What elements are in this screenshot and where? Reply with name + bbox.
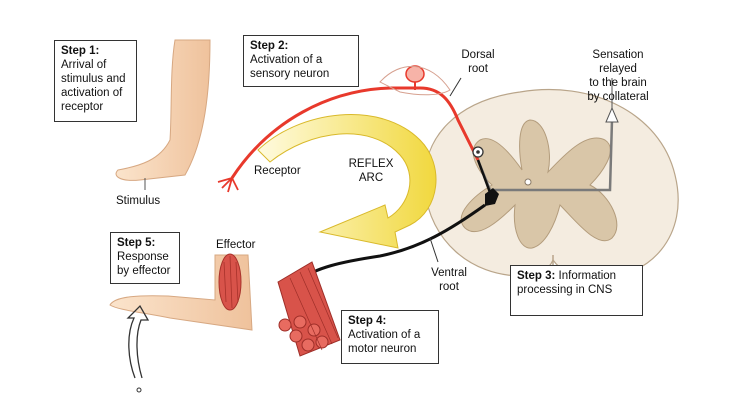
step-1-title: Step 1:: [61, 45, 100, 57]
sensation-line3: to the brain: [589, 77, 647, 89]
step-5-title: Step 5:: [117, 237, 156, 249]
ventral-root-leader: [429, 237, 439, 263]
response-arrow-tail: [136, 387, 142, 393]
sensory-neuron: [217, 65, 484, 193]
reflex-arc-label: REFLEX ARC: [346, 157, 396, 185]
sensation-line1: Sensation: [592, 49, 644, 61]
receptor-label: Receptor: [254, 165, 301, 177]
sensation-label: Sensation relayed to the brain by collat…: [578, 48, 658, 104]
ventral-root-label: Ventral root: [422, 266, 476, 294]
step-3-title: Step 3:: [517, 270, 556, 282]
reflex-arc-arrow: [257, 114, 437, 249]
step-3-text: Information processing in CNS: [517, 270, 617, 296]
sensation-line4: by collateral: [587, 91, 649, 103]
step-4-text: Activation of a motor neuron: [348, 329, 421, 355]
dorsal-root-ganglion: [379, 66, 451, 96]
step-4-box: Step 4: Activation of a motor neuron: [341, 310, 439, 364]
muscle-bundle: [277, 261, 341, 357]
spinal-cord: [424, 88, 679, 279]
dorsal-root-line1: Dorsal: [461, 49, 495, 61]
step-1-text: Arrival of stimulus and activation of re…: [61, 59, 126, 113]
response-arrow: [126, 304, 150, 379]
stimulus-label: Stimulus: [116, 195, 161, 207]
effector-label: Effector: [216, 239, 256, 251]
step-4-title: Step 4:: [348, 315, 387, 327]
reflex-label-line1: REFLEX: [348, 158, 394, 170]
collateral-arrowhead: [605, 106, 619, 123]
step-3-box: Step 3: Information processing in CNS: [510, 265, 643, 316]
step-5-text: Response by effector: [117, 251, 171, 277]
reflex-label-line2: ARC: [358, 172, 384, 184]
step-1-box: Step 1: Arrival of stimulus and activati…: [54, 40, 137, 122]
step-5-box: Step 5: Response by effector: [110, 232, 180, 284]
arm-stimulus: [115, 39, 211, 181]
arm-effector: [109, 253, 253, 331]
step-2-title: Step 2:: [250, 40, 289, 52]
ventral-root-line1: Ventral: [431, 267, 467, 279]
sensation-line2: relayed: [599, 63, 637, 75]
dorsal-root-line2: root: [468, 63, 488, 75]
step-2-text: Activation of a sensory neuron: [250, 54, 330, 80]
dorsal-root-leader: [449, 77, 462, 97]
dorsal-root-label: Dorsal root: [454, 48, 502, 76]
ventral-root-line2: root: [439, 281, 459, 293]
step-2-box: Step 2: Activation of a sensory neuron: [243, 35, 359, 87]
